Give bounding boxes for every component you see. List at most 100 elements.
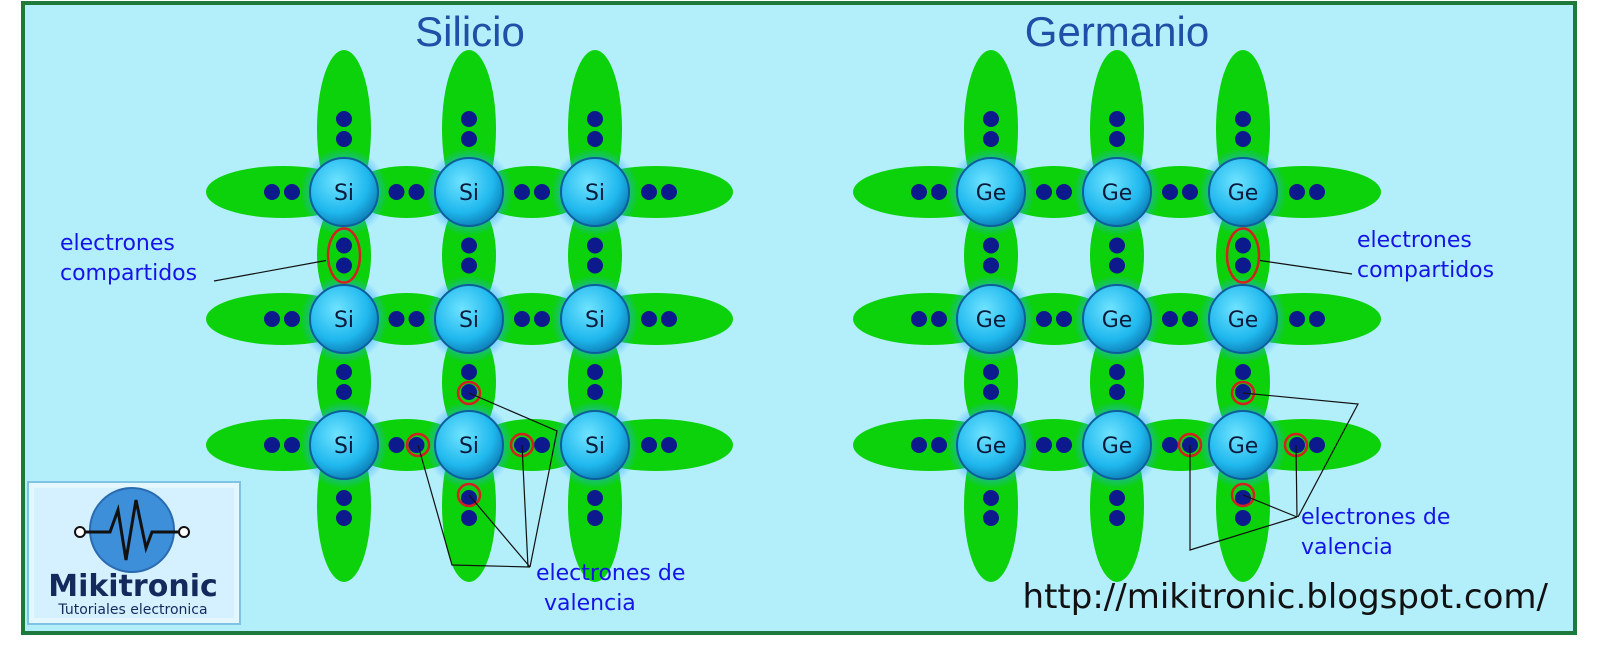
valence-electron bbox=[336, 237, 352, 254]
valence-electron bbox=[264, 437, 280, 453]
valence-electron bbox=[284, 311, 300, 327]
valence-electron bbox=[408, 311, 425, 327]
shared-electrons-label-line2: compartidos bbox=[1357, 258, 1494, 283]
valence-electron bbox=[534, 184, 550, 200]
valence-electron bbox=[336, 490, 352, 506]
valence-electron bbox=[1036, 311, 1052, 327]
valence-electron bbox=[641, 311, 657, 327]
valence-electron bbox=[983, 237, 999, 254]
atom-core bbox=[434, 157, 504, 227]
valence-electron bbox=[1162, 311, 1178, 327]
valence-electrons-label: electrones de valencia bbox=[1301, 505, 1457, 560]
valence-electron bbox=[1109, 384, 1125, 400]
mikitronic-logo: Mikitronic Tutoriales electronica bbox=[27, 481, 241, 625]
valence-electron bbox=[661, 184, 677, 200]
valence-electron-ring bbox=[456, 380, 482, 406]
atom-core bbox=[309, 284, 379, 354]
valence-electron bbox=[264, 311, 280, 327]
valence-electron bbox=[983, 364, 999, 380]
germanium-title: Germanio bbox=[1025, 8, 1209, 55]
valence-electron bbox=[388, 184, 405, 200]
valence-electron bbox=[1109, 510, 1125, 526]
valence-electron bbox=[461, 490, 477, 506]
valence-electron bbox=[983, 257, 999, 274]
leader-line bbox=[468, 392, 558, 568]
logo-subtitle: Tutoriales electronica bbox=[57, 602, 207, 618]
shared-electrons-ring bbox=[326, 227, 362, 284]
valence-electron bbox=[1056, 437, 1072, 453]
valence-electron bbox=[1109, 111, 1125, 127]
atom-symbol: Si bbox=[585, 308, 605, 333]
valence-electron bbox=[408, 437, 425, 453]
atom-symbol: Ge bbox=[976, 434, 1007, 459]
valence-electron bbox=[461, 237, 477, 254]
valence-electron bbox=[1056, 311, 1072, 327]
leader-line bbox=[1259, 259, 1353, 275]
atom-core bbox=[434, 284, 504, 354]
valence-electron bbox=[336, 111, 352, 127]
valence-electron bbox=[911, 437, 927, 453]
valence-electron bbox=[1309, 184, 1325, 200]
leader-line bbox=[1189, 445, 1298, 551]
atom-symbol: Ge bbox=[1228, 181, 1259, 206]
atom-core bbox=[1082, 410, 1152, 480]
atom-symbol: Ge bbox=[976, 181, 1007, 206]
valence-electron-ring bbox=[1230, 482, 1256, 508]
valence-electron bbox=[587, 131, 603, 147]
atom-core bbox=[956, 157, 1026, 227]
valence-electron bbox=[983, 510, 999, 526]
valence-electron bbox=[1289, 184, 1305, 200]
valence-electron bbox=[1109, 257, 1125, 274]
valence-electron bbox=[1162, 437, 1178, 453]
terminal-left-icon bbox=[74, 526, 86, 538]
valence-electron bbox=[1182, 184, 1198, 200]
valence-electron bbox=[641, 184, 657, 200]
leader-line bbox=[468, 494, 531, 568]
valence-electron bbox=[336, 384, 352, 400]
valence-electron bbox=[1235, 510, 1251, 526]
valence-electron bbox=[661, 311, 677, 327]
website-url[interactable]: http://mikitronic.blogspot.com/ bbox=[1023, 577, 1549, 617]
valence-electron bbox=[1235, 364, 1251, 380]
valence-electron bbox=[1235, 384, 1251, 400]
valence-electron bbox=[264, 184, 280, 200]
leader-line bbox=[213, 259, 327, 282]
atom-symbol: Si bbox=[334, 308, 354, 333]
atom-symbol: Ge bbox=[1102, 308, 1133, 333]
atom-symbol: Ge bbox=[1102, 181, 1133, 206]
valence-electron bbox=[534, 437, 550, 453]
valence-electron bbox=[641, 437, 657, 453]
valence-electron bbox=[1036, 437, 1052, 453]
leader-line bbox=[1242, 494, 1298, 518]
valence-electron-ring bbox=[1230, 380, 1256, 406]
valence-electron bbox=[284, 184, 300, 200]
atom-symbol: Ge bbox=[1228, 434, 1259, 459]
valence-electron bbox=[408, 184, 425, 200]
leader-line bbox=[1242, 392, 1359, 518]
valence-electron bbox=[587, 111, 603, 127]
atom-core bbox=[309, 157, 379, 227]
valence-electron bbox=[587, 257, 603, 274]
atom-symbol: Ge bbox=[1228, 308, 1259, 333]
atom-core bbox=[956, 284, 1026, 354]
valence-electron bbox=[983, 131, 999, 147]
valence-electron bbox=[587, 364, 603, 380]
valence-electron bbox=[1235, 111, 1251, 127]
valence-electron bbox=[661, 437, 677, 453]
valence-electron bbox=[1309, 311, 1325, 327]
valence-electrons-label-line1: electrones de bbox=[1301, 505, 1450, 530]
valence-electron bbox=[1235, 257, 1251, 274]
valence-electron bbox=[587, 510, 603, 526]
logo-name: Mikitronic bbox=[48, 569, 218, 604]
silicon-title: Silicio bbox=[415, 8, 525, 55]
leader-line bbox=[521, 444, 529, 568]
valence-electron bbox=[1056, 184, 1072, 200]
atom-core bbox=[1082, 157, 1152, 227]
valence-electron bbox=[1289, 311, 1305, 327]
atom-core bbox=[1208, 157, 1278, 227]
atom-core bbox=[956, 410, 1026, 480]
heartbeat-icon bbox=[82, 499, 182, 561]
valence-electron bbox=[1109, 490, 1125, 506]
